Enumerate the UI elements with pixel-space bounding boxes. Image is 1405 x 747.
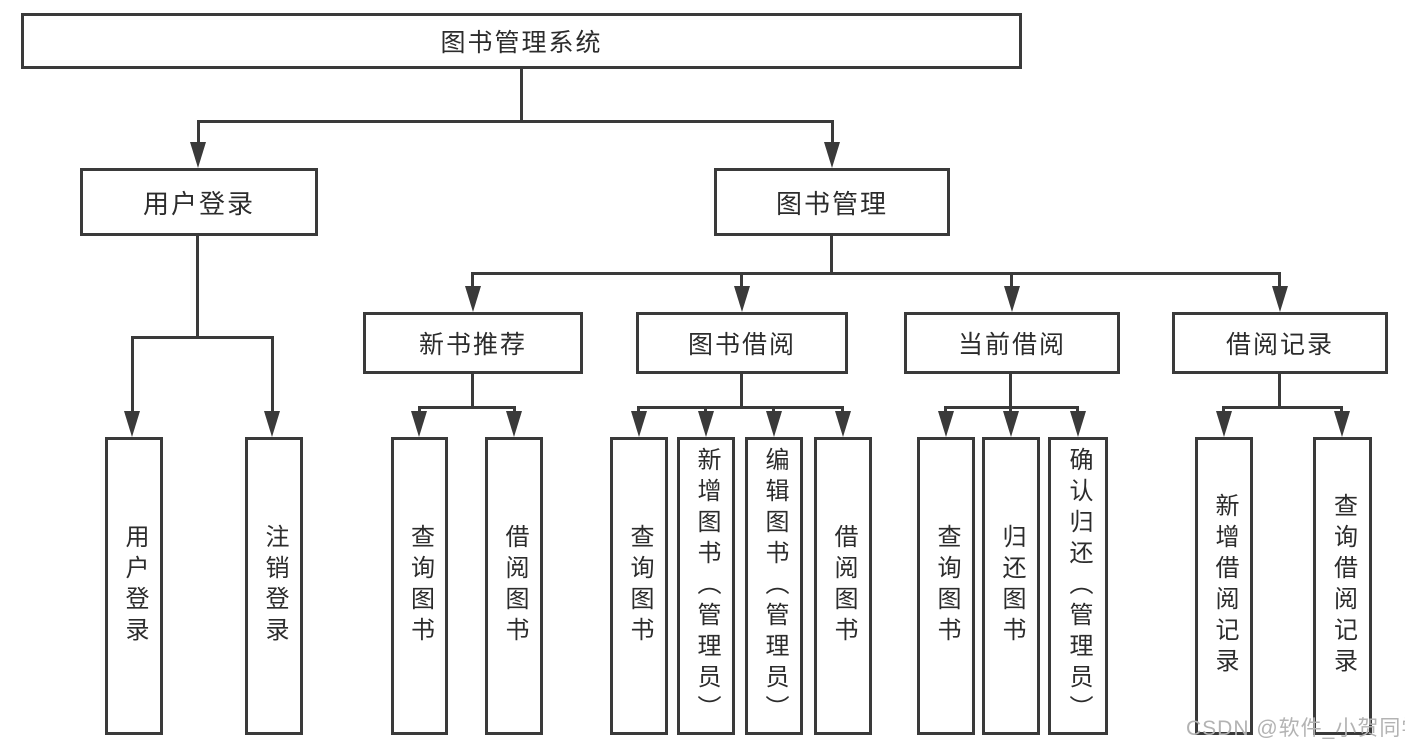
- book-borrow-node: 图书借阅: [636, 312, 848, 374]
- csdn-watermark: CSDN @软件_小贺同学: [1186, 717, 1405, 740]
- add-book-admin-leaf-label: 新增图书（管理员）: [693, 446, 720, 726]
- borrow-record-node: 借阅记录: [1172, 312, 1388, 374]
- current-borrow-node: 当前借阅: [904, 312, 1120, 374]
- connector-borrow-record-rail: [1222, 406, 1343, 409]
- connector-book-borrow-stem: [740, 374, 743, 406]
- connector-new-book-stem: [471, 374, 474, 406]
- confirm-return-admin-leaf-node: 确认归还（管理员）: [1048, 437, 1108, 735]
- connector-shaft: [418, 406, 421, 412]
- connector-shaft: [197, 120, 200, 143]
- logout-leaf-label: 注销登录: [261, 524, 288, 648]
- connector-root-rail: [197, 120, 834, 123]
- connector-shaft: [471, 272, 474, 287]
- connector-root-stem: [520, 69, 523, 120]
- query-book-leaf-label: 查询图书: [933, 524, 960, 648]
- arrow-head: [1216, 411, 1232, 437]
- connector-shaft: [1076, 406, 1079, 412]
- user-login-node: 用户登录: [80, 168, 318, 236]
- book-management-node: 图书管理: [714, 168, 950, 236]
- connector-shaft: [271, 336, 274, 412]
- connector-shaft: [1010, 272, 1013, 287]
- connector-shaft: [831, 120, 834, 143]
- connector-shaft: [1009, 406, 1012, 412]
- connector-current-borrow-stem: [1009, 374, 1012, 406]
- arrow-head: [1334, 411, 1350, 437]
- query-book-leaf-node-borrow: 查询图书: [610, 437, 668, 735]
- connector-user-login-rail: [131, 336, 273, 339]
- connector-shaft: [131, 336, 134, 412]
- root-node: 图书管理系统: [21, 13, 1022, 69]
- connector-book-management-stem: [830, 236, 833, 272]
- query-book-leaf-label: 查询图书: [626, 524, 653, 648]
- return-book-leaf-node: 归还图书: [982, 437, 1040, 735]
- root-node-label: 图书管理系统: [440, 29, 603, 57]
- connector-book-management-rail: [471, 272, 1281, 275]
- new-book-recommend-node: 新书推荐: [363, 312, 583, 374]
- connector-shaft: [704, 406, 707, 412]
- add-borrow-record-leaf-node: 新增借阅记录: [1195, 437, 1253, 735]
- logout-leaf-node: 注销登录: [245, 437, 303, 735]
- connector-shaft: [1222, 406, 1225, 412]
- book-borrow-label: 图书借阅: [687, 331, 796, 359]
- connector-shaft: [740, 272, 743, 287]
- current-borrow-label: 当前借阅: [957, 331, 1066, 359]
- arrow-head: [1070, 411, 1086, 437]
- arrow-head: [631, 411, 647, 437]
- connector-shaft: [1278, 272, 1281, 287]
- user-login-leaf-label: 用户登录: [121, 524, 148, 648]
- borrow-book-leaf-node-borrow: 借阅图书: [814, 437, 872, 735]
- arrow-head: [411, 411, 427, 437]
- edit-book-admin-leaf-node: 编辑图书（管理员）: [745, 437, 803, 735]
- connector-user-login-stem: [196, 236, 199, 336]
- arrow-head: [824, 142, 840, 168]
- connector-shaft: [637, 406, 640, 412]
- user-login-leaf-node: 用户登录: [105, 437, 163, 735]
- connector-book-borrow-rail: [637, 406, 844, 409]
- connector-new-book-rail: [418, 406, 516, 409]
- connector-shaft: [772, 406, 775, 412]
- query-book-leaf-label: 查询图书: [406, 524, 434, 648]
- borrow-book-leaf-node-recommend: 借阅图书: [485, 437, 543, 735]
- edit-book-admin-leaf-label: 编辑图书（管理员）: [761, 446, 788, 726]
- connector-shaft: [1340, 406, 1343, 412]
- confirm-return-admin-leaf-label: 确认归还（管理员）: [1065, 446, 1092, 726]
- new-book-recommend-label: 新书推荐: [418, 331, 527, 359]
- query-book-leaf-node-recommend: 查询图书: [391, 437, 448, 735]
- arrow-head: [766, 411, 782, 437]
- add-book-admin-leaf-node: 新增图书（管理员）: [677, 437, 735, 735]
- return-book-leaf-label: 归还图书: [998, 524, 1025, 648]
- query-borrow-record-leaf-node: 查询借阅记录: [1313, 437, 1372, 735]
- arrow-head: [835, 411, 851, 437]
- query-book-leaf-node-current: 查询图书: [917, 437, 975, 735]
- book-management-node-label: 图书管理: [775, 188, 888, 219]
- arrow-head: [734, 286, 750, 312]
- borrow-book-leaf-label: 借阅图书: [830, 524, 857, 648]
- connector-shaft: [944, 406, 947, 412]
- add-borrow-record-leaf-label: 新增借阅记录: [1211, 493, 1238, 679]
- arrow-head: [1272, 286, 1288, 312]
- borrow-book-leaf-label: 借阅图书: [501, 524, 528, 648]
- arrow-head: [506, 411, 522, 437]
- arrow-head: [698, 411, 714, 437]
- borrow-record-label: 借阅记录: [1225, 331, 1334, 359]
- arrow-head: [124, 411, 140, 437]
- query-borrow-record-leaf-label: 查询借阅记录: [1329, 493, 1357, 679]
- arrow-head: [938, 411, 954, 437]
- user-login-node-label: 用户登录: [142, 188, 255, 219]
- connector-borrow-record-stem: [1278, 374, 1281, 406]
- connector-shaft: [841, 406, 844, 412]
- arrow-head: [1004, 286, 1020, 312]
- arrow-head: [264, 411, 280, 437]
- arrow-head: [190, 142, 206, 168]
- connector-shaft: [513, 406, 516, 412]
- arrow-head: [1003, 411, 1019, 437]
- arrow-head: [465, 286, 481, 312]
